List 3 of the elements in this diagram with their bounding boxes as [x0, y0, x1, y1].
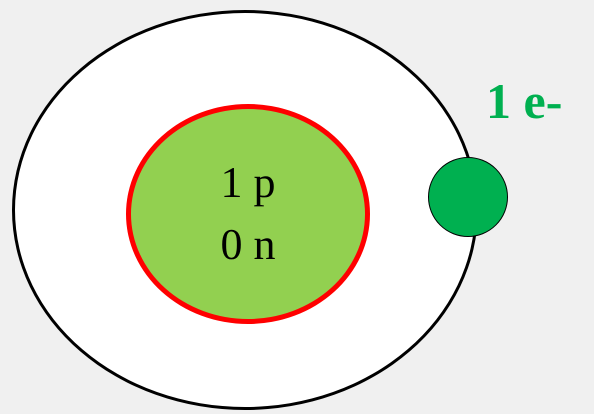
particle-count: 1 p [220, 157, 276, 209]
electron-label: 1 e- [486, 72, 562, 130]
particle-count: 0 n [220, 219, 276, 271]
